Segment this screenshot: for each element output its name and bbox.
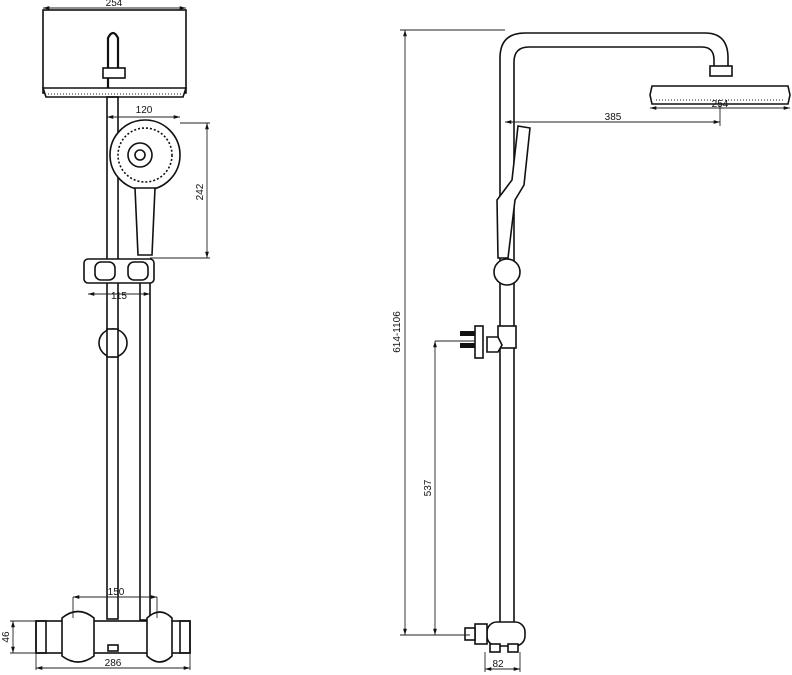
dim-head-width: 254: [106, 0, 123, 9]
dim-valve-width: 286: [105, 658, 122, 669]
dim-bracket-height: 537: [423, 479, 434, 496]
front-hand-shower: [109, 119, 181, 256]
side-view: 254 385 614-1106 537: [392, 29, 791, 672]
front-head-shower: [41, 9, 188, 98]
dim-handshower-offset: 120: [136, 105, 153, 116]
side-valve: [464, 621, 526, 653]
dim-valve-height: 46: [1, 631, 12, 643]
dim-arm-projection: 385: [605, 112, 622, 123]
dim-slider-width: 115: [111, 291, 127, 302]
side-wall-bracket: [460, 325, 517, 359]
dim-handshower-height: 242: [195, 183, 206, 200]
front-view: 254 120 242 115: [1, 0, 210, 670]
dim-valve-depth: 82: [492, 659, 504, 670]
dim-inlet-spacing: 150: [108, 587, 125, 598]
front-thermostatic-valve: [35, 610, 191, 663]
side-hand-shower: [493, 125, 531, 286]
front-slider: [83, 258, 155, 284]
side-column: [499, 32, 791, 635]
dim-total-height: 614-1106: [392, 311, 403, 353]
